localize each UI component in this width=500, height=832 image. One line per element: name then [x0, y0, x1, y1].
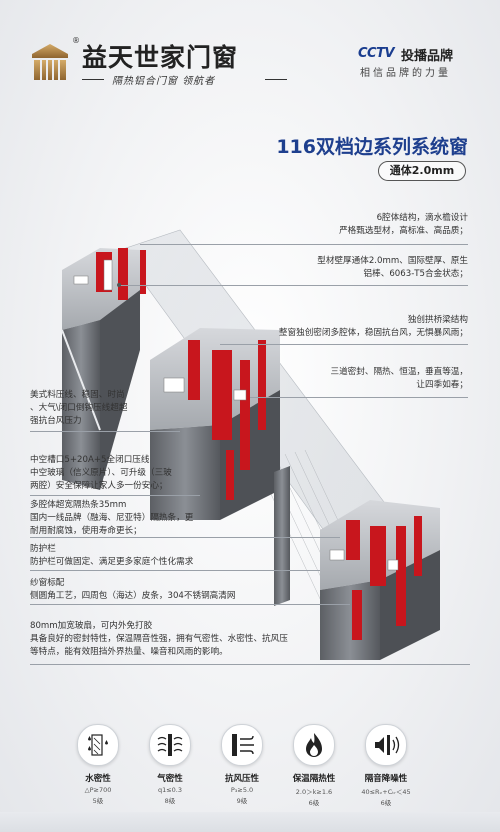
annotation-left-3: 多腔体超宽隔热条35mm 国内一线品牌（融海、尼亚特）隔热条，更 耐用耐腐蚀，使…: [30, 499, 193, 538]
annotation-right-4: 三道密封、隔热、恒温，垂直等温， 让四季如春；: [330, 366, 468, 392]
annotation-line: 严格甄选型材，高标准、高品质；: [339, 226, 468, 236]
annotation-line: 中空槽口5+20A+5全闭口压线: [30, 455, 150, 465]
window-profile-illustration: [61, 229, 440, 660]
annotation-line: 等特点，能有效阻挡外界热量、噪音和风雨的影响。: [30, 647, 228, 657]
annotation-line: 纱窗标配: [30, 578, 65, 588]
spec-name: 抗风压性: [224, 774, 259, 784]
spec-value: 2.0＞k≥1.6: [295, 788, 333, 796]
spec-level: 5级: [92, 797, 104, 805]
wind-pressure-icon: [221, 724, 263, 766]
annotation-line: 、大气\闭口倒钩压线超超: [30, 403, 128, 413]
leader-line: [220, 344, 468, 345]
flame-icon: [293, 724, 335, 766]
leader-line: [30, 604, 350, 605]
spec-level: 6级: [308, 799, 320, 807]
cctv-slogan: 相信品牌的力量: [360, 68, 451, 79]
water-drops-icon: [77, 724, 119, 766]
cctv-brand-label: 投播品牌: [401, 49, 454, 64]
profile-section-top: [61, 248, 146, 490]
leader-line: [30, 495, 200, 496]
spec-water-tightness: 水密性 △P≥700 5级: [67, 724, 129, 805]
leader-line: [250, 397, 468, 398]
annotation-line: 型材壁厚通体2.0mm、国际壁厚、原生: [317, 256, 468, 266]
annotation-line: 多腔体超宽隔热条35mm: [30, 500, 127, 510]
wind-wall-icon: [149, 724, 191, 766]
brand-name: 益天世家门窗: [82, 43, 239, 72]
annotation-left-5: 纱窗标配 侧圆角工艺，四周包（海达）皮条，304不锈钢高清网: [30, 577, 235, 603]
annotation-line: 独创拱桥梁结构: [407, 315, 468, 325]
sound-wave-icon: [365, 724, 407, 766]
slogan-divider-left: [82, 79, 104, 80]
annotation-line: 6腔体结构，滴水檐设计: [376, 213, 468, 223]
leader-line: [120, 285, 468, 286]
annotation-line: 具备良好的密封特性，保温隔音性强，拥有气密性、水密性、抗风压: [30, 634, 288, 644]
annotation-line: 三道密封、隔热、恒温，垂直等温，: [330, 367, 468, 377]
annotation-left-1: 美式料压线、稳固、时尚 、大气\闭口倒钩压线超超 强抗台风压力: [30, 389, 127, 428]
annotation-line: 侧圆角工艺，四周包（海达）皮条，304不锈钢高清网: [30, 591, 236, 601]
spec-wind-pressure: 抗风压性 P₃≥5.0 9级: [211, 724, 273, 805]
profile-section-bottom: [320, 500, 440, 660]
annotation-line: 美式料压线、稳固、时尚: [30, 390, 125, 400]
spec-name: 气密性: [157, 774, 183, 784]
annotation-line: 80mm加宽玻扇，可内外免打胶: [30, 621, 153, 631]
annotation-line: 让四季如春；: [416, 380, 468, 390]
annotation-line: 强抗台风压力: [30, 416, 82, 426]
spec-name: 保温隔热性: [292, 774, 336, 784]
annotation-line: 两腔）安全保障让家人多一份安心；: [30, 481, 168, 491]
spec-sound-insulation: 隔音降噪性 40≤Rᵥ+Cₜᵣ＜45 6级: [355, 724, 417, 807]
annotation-left-4: 防护栏 防护栏可做固定、满足更多家庭个性化需求: [30, 543, 193, 569]
brand-slogan: 隔热铝合门窗 领航者: [112, 76, 216, 87]
spec-value: △P≥700: [84, 786, 112, 794]
spec-value: P₃≥5.0: [230, 786, 254, 794]
spec-level: 8级: [164, 797, 176, 805]
leader-line: [30, 570, 320, 571]
leader-line: [140, 244, 468, 245]
annotation-right-3: 独创拱桥梁结构 整窗独创密闭多腔体，稳固抗台风，无惧暴风雨；: [279, 314, 468, 340]
leader-dot: [117, 283, 121, 287]
annotation-left-6: 80mm加宽玻扇，可内外免打胶 具备良好的密封特性，保温隔音性强，拥有气密性、水…: [30, 620, 288, 659]
mullion-bar: [274, 466, 290, 606]
annotation-right-1: 6腔体结构，滴水檐设计 严格甄选型材，高标准、高品质；: [339, 212, 468, 238]
annotation-line: 国内一线品牌（融海、尼亚特）隔热条，更: [30, 513, 194, 523]
annotation-left-2: 中空槽口5+20A+5全闭口压线 中空玻璃（信义原片）、可升级（三玻 两腔）安全…: [30, 454, 172, 493]
annotation-line: 防护栏: [30, 544, 56, 554]
annotation-line: 中空玻璃（信义原片）、可升级（三玻: [30, 468, 172, 478]
footer-strip: [0, 812, 500, 832]
annotation-line: 耐用耐腐蚀，使用寿命更长；: [30, 526, 142, 536]
brand-slogan-row: 隔热铝合门窗 领航者: [82, 72, 287, 87]
annotation-line: 整窗独创密闭多腔体，稳固抗台风，无惧暴风雨；: [278, 328, 468, 338]
page-title: 116双档边系列系统窗: [276, 136, 468, 158]
annotation-line: 铝棒、6063-T5合金状态；: [363, 269, 468, 279]
annotation-line: 防护栏可做固定、满足更多家庭个性化需求: [30, 557, 194, 567]
leader-line: [30, 537, 340, 538]
spec-air-tightness: 气密性 q1≤0.3 8级: [139, 724, 201, 805]
leader-line: [30, 664, 470, 665]
spec-thermal-insulation: 保温隔热性 2.0＞k≥1.6 6级: [283, 724, 345, 807]
brand-logo-icon: [32, 44, 68, 80]
subtitle-badge: 通体2.0mm: [378, 161, 466, 181]
profile-section-middle: [150, 328, 280, 520]
spec-name: 水密性: [85, 774, 111, 784]
spec-value: q1≤0.3: [157, 786, 183, 794]
spec-value: 40≤Rᵥ+Cₜᵣ＜45: [361, 788, 411, 796]
cctv-logo: CCTV: [358, 46, 395, 61]
slogan-divider-right: [265, 79, 287, 80]
leader-line: [30, 431, 180, 432]
spec-level: 9级: [236, 797, 248, 805]
spec-level: 6级: [380, 799, 392, 807]
registered-mark: ®: [72, 36, 80, 45]
annotation-right-2: 型材壁厚通体2.0mm、国际壁厚、原生 铝棒、6063-T5合金状态；: [317, 255, 468, 281]
spec-name: 隔音降噪性: [364, 774, 408, 784]
